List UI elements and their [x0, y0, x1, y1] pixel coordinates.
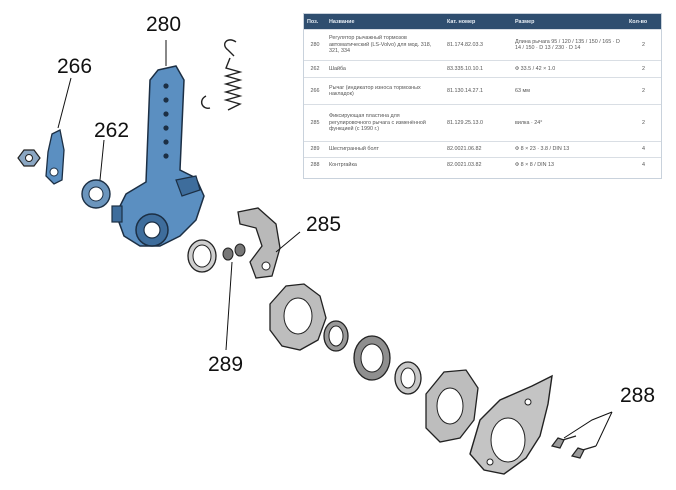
cell-pos: 285: [304, 104, 326, 142]
cell-size: 63 мм: [512, 77, 626, 105]
seal-ring: [323, 320, 349, 352]
cell-qty: 2: [626, 29, 661, 61]
table-row: 289 Шестигранный болт 82.0021.06.82 Ф 8 …: [304, 141, 661, 158]
cell-cat-no: 81.129.25.13.0: [444, 104, 512, 142]
cell-cat-no: 81.130.14.27.1: [444, 77, 512, 105]
cell-qty: 2: [626, 104, 661, 142]
table-header-row: Поз. Название Кат. номер Размер Кол-во: [304, 14, 661, 30]
header-size: Размер: [512, 14, 626, 30]
return-spring: [200, 39, 243, 111]
cell-qty: 2: [626, 60, 661, 78]
cell-name: Рычаг (индикатор износа тормозных наклад…: [326, 77, 444, 105]
header-name: Название: [326, 14, 444, 30]
rear-flange: [425, 369, 479, 443]
callout-266: 266: [57, 55, 92, 78]
cell-size: Ф 33.5 / 42 × 1.0: [512, 60, 626, 78]
cell-size: Ф 8 × 8 / DIN 13: [512, 157, 626, 173]
callout-285: 285: [306, 213, 341, 236]
slack-adjuster-lever: [111, 65, 205, 247]
cell-cat-no: 82.0021.06.82: [444, 141, 512, 158]
table-row: 288 Контргайка 82.0021.03.82 Ф 8 × 8 / D…: [304, 157, 661, 173]
cell-cat-no: 81.174.82.03.3: [444, 29, 512, 61]
callout-289: 289: [208, 353, 243, 376]
hex-nut: [17, 149, 41, 167]
header-qty: Кол-во: [626, 14, 661, 30]
cell-qty: 4: [626, 141, 661, 158]
cell-pos: 280: [304, 29, 326, 61]
locking-plate: [237, 207, 281, 279]
cell-size: вилка · 24°: [512, 104, 626, 142]
table-row: 285 Фиксирующая пластина для регулировоч…: [304, 104, 661, 142]
header-cat-no: Кат. номер: [444, 14, 512, 30]
cell-name: Шестигранный болт: [326, 141, 444, 158]
cell-size: Ф 8 × 23 · 3.8 / DIN 13: [512, 141, 626, 158]
wear-indicator-lever: [45, 129, 65, 185]
table-row: 266 Рычаг (индикатор износа тормозных на…: [304, 77, 661, 105]
cell-name: Регулятор рычажный тормозов автоматическ…: [326, 29, 444, 61]
bolts-288: [550, 435, 597, 459]
cell-qty: 4: [626, 157, 661, 173]
bearing-flange: [269, 283, 327, 351]
cell-cat-no: 82.0021.03.82: [444, 157, 512, 173]
cell-size: Длина рычага 95 / 120 / 135 / 150 / 165 …: [512, 29, 626, 61]
parts-table: Поз. Название Кат. номер Размер Кол-во 2…: [303, 13, 662, 179]
cell-pos: 289: [304, 141, 326, 158]
bearing: [353, 335, 391, 381]
bushing: [187, 239, 217, 273]
sleeve: [394, 361, 422, 395]
callout-280: 280: [146, 13, 181, 36]
callout-262: 262: [94, 119, 129, 142]
hex-bolts-289: [222, 243, 246, 261]
cell-pos: 288: [304, 157, 326, 173]
cell-name: Шайба: [326, 60, 444, 78]
callout-288: 288: [620, 384, 655, 407]
cell-qty: 2: [626, 77, 661, 105]
cell-cat-no: 83.335.10.10.1: [444, 60, 512, 78]
leader-lines: [57, 40, 613, 447]
table-row: 262 Шайба 83.335.10.10.1 Ф 33.5 / 42 × 1…: [304, 60, 661, 78]
table-row: 280 Регулятор рычажный тормозов автомати…: [304, 29, 661, 61]
washer: [81, 179, 111, 209]
anchor-plate: [469, 374, 553, 475]
cell-name: Контргайка: [326, 157, 444, 173]
cell-name: Фиксирующая пластина для регулировочного…: [326, 104, 444, 142]
cell-pos: 266: [304, 77, 326, 105]
cell-pos: 262: [304, 60, 326, 78]
header-pos: Поз.: [304, 14, 326, 30]
